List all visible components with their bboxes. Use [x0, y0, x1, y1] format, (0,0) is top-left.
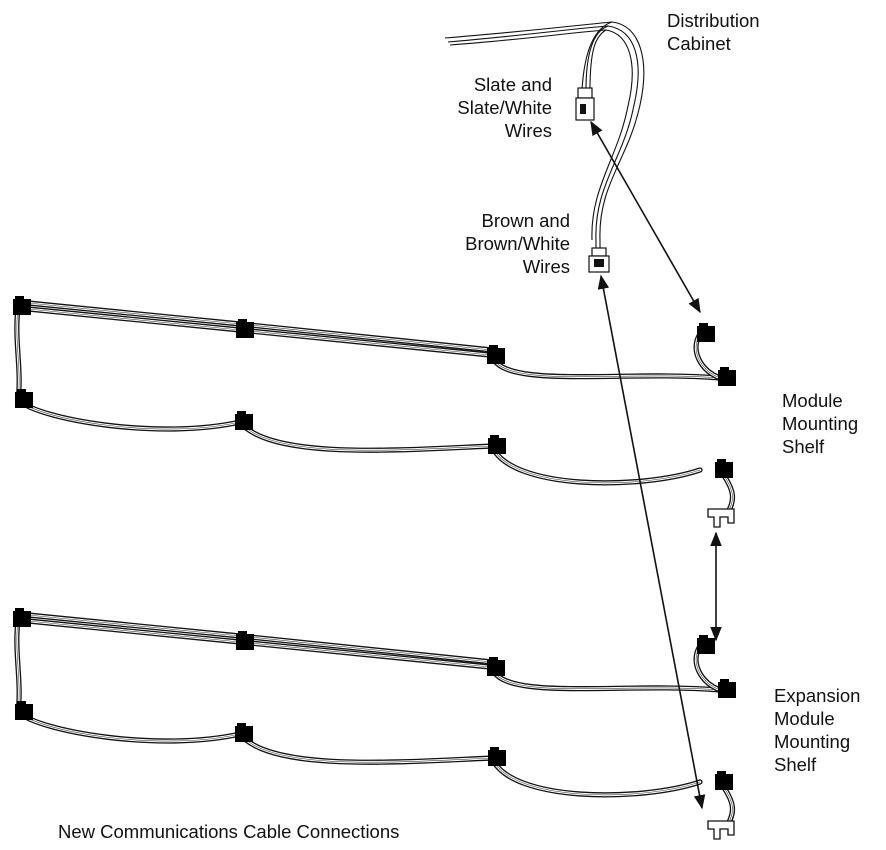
module-shelf-jack-top-mid — [236, 319, 254, 338]
expansion-shelf-jack-bottom-left — [15, 701, 33, 720]
module-shelf-jack-bottom-right — [488, 435, 506, 454]
slate-wires-label: Slate and Slate/White Wires — [457, 74, 552, 141]
expansion-module-mounting-shelf-label: Expansion Module Mounting Shelf — [774, 685, 861, 775]
expansion-shelf-top-right-run — [489, 664, 723, 693]
module-shelf-jack-end — [715, 459, 733, 478]
module-shelf-top-run-b — [15, 299, 495, 353]
expansion-shelf-jack-top-left — [13, 608, 31, 627]
slate-connection-arrow — [590, 120, 701, 314]
module-shelf-bottom-run — [15, 397, 703, 486]
distribution-cabinet-label: Distribution Cabinet — [667, 10, 760, 54]
module-shelf-jack-top-left — [13, 296, 31, 315]
expansion-shelf-left-loop — [14, 617, 22, 715]
module-shelf-jack-bottom-left — [15, 389, 33, 408]
expansion-shelf-jack-top-mid — [236, 631, 254, 650]
expansion-shelf-top-run-b — [15, 611, 495, 665]
expansion-shelf-jack-end — [715, 771, 733, 790]
expansion-shelf-jack-top-right — [487, 657, 505, 676]
module-shelf-jack-top-right — [487, 345, 505, 364]
expansion-shelf-jack-bottom-mid — [235, 723, 253, 742]
slate-wire-connector — [575, 87, 595, 121]
brown-connection-arrow — [597, 274, 706, 810]
module-shelf-mounting-bracket — [707, 508, 735, 528]
cable-runs — [14, 299, 736, 827]
expansion-shelf-jack-right-lower — [718, 679, 736, 698]
module-mounting-shelf-label: Module Mounting Shelf — [782, 390, 859, 457]
module-shelf-left-loop — [14, 305, 22, 403]
expansion-shelf-jack-right-upper — [697, 635, 715, 654]
expansion-shelf-bottom-run — [15, 709, 703, 798]
brown-wires-label: Brown and Brown/White Wires — [465, 210, 570, 277]
expansion-shelf-mounting-bracket — [707, 820, 735, 840]
module-shelf-jack-bottom-mid — [235, 411, 253, 430]
module-shelf-top-right-run — [489, 352, 723, 381]
diagram-caption: New Communications Cable Connections — [58, 821, 400, 842]
module-shelf-jack-right-lower — [718, 367, 736, 386]
brown-wire-connector — [588, 247, 610, 273]
module-shelf-jack-right-upper — [697, 323, 715, 342]
expansion-shelf-jack-bottom-right — [488, 747, 506, 766]
